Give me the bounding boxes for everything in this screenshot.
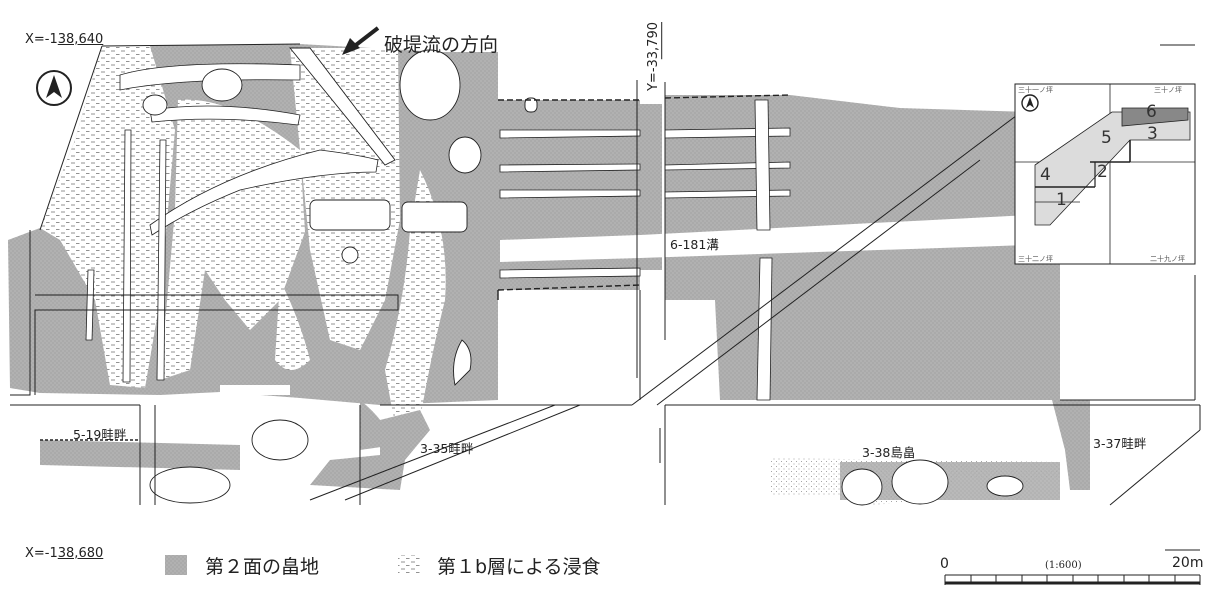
inset-corner-bottom-right: 二十九ノ坪 — [1150, 255, 1185, 263]
feature-label-ridge-3-37: 3-37畦畔 — [1093, 436, 1147, 451]
inset-section: 4 — [1040, 165, 1051, 185]
scale-end-label: 20m — [1172, 555, 1204, 571]
feature-label-ditch-6-181: 6-181溝 — [670, 237, 719, 252]
scale-ratio-label: (1:600) — [1045, 560, 1082, 571]
inset-corner-top-left: 三十一ノ坪 — [1018, 86, 1053, 94]
legend-label-farmland: 第２面の畠地 — [205, 556, 320, 578]
farmland-area-lower — [40, 400, 430, 504]
feature-label-ridge-3-35: 3-35畦畔 — [420, 441, 474, 456]
inset-section: 5 — [1101, 128, 1112, 148]
scale-bar — [944, 549, 1201, 585]
coord-top-left: X=-138,640 — [25, 32, 104, 47]
farmland-area-right — [1020, 260, 1090, 490]
farmland-area-center — [498, 95, 1030, 401]
north-arrow-icon — [36, 70, 72, 106]
inset-corner-top-right: 三十ノ坪 — [1154, 86, 1182, 94]
feature-label-ridge-5-19: 5-19畦畔 — [73, 427, 127, 442]
coord-bottom-left: X=-138,680 — [25, 546, 104, 561]
survey-lines — [10, 43, 1201, 506]
legend-swatches — [165, 555, 420, 575]
inset-corner-bottom-left: 三十二ノ坪 — [1018, 255, 1053, 263]
legend-swatch-farmland — [165, 555, 187, 575]
inset-section: 3 — [1147, 124, 1158, 144]
coord-vertical: Y=-33,790 — [646, 22, 661, 92]
arrow-southwest-icon — [342, 26, 380, 55]
farmland-area-left — [8, 44, 498, 425]
feature-label-island-3-38: 3-38島畠 — [862, 445, 916, 460]
inset-section: 6 — [1146, 102, 1157, 122]
road-dashed — [40, 94, 791, 441]
legend-label-erosion: 第１b層による浸食 — [437, 556, 601, 578]
legend-swatch-erosion — [398, 555, 420, 575]
inset-section: 2 — [1097, 162, 1108, 182]
inset-section: 1 — [1056, 190, 1067, 210]
inset-key-map — [1014, 83, 1196, 265]
road-strip-top — [289, 47, 396, 166]
island-field-3-38 — [770, 458, 1060, 506]
scale-start-label: 0 — [940, 556, 949, 572]
direction-label: 破堤流の方向 — [384, 34, 499, 56]
